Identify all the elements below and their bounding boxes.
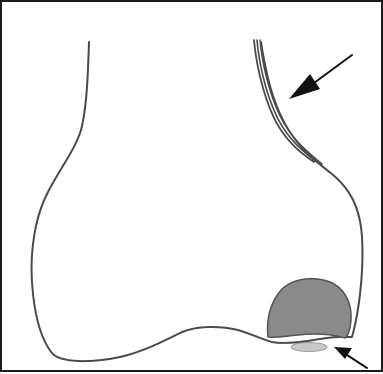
- arrow-icon: [289, 55, 352, 99]
- highlight-spot: [291, 343, 327, 352]
- lesion-region: [268, 279, 352, 338]
- cortical-line: [257, 40, 318, 163]
- arrow-icon: [334, 347, 367, 368]
- cortical-line: [260, 40, 322, 164]
